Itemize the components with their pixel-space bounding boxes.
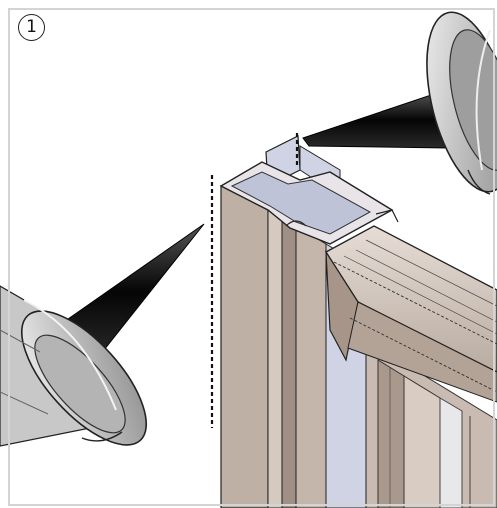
step-number-badge: 1 [18,14,45,41]
sealant-gun-bottom-left-icon [0,223,205,447]
lower-frame-profile [365,339,497,508]
step-number: 1 [26,17,37,37]
horizontal-beam [325,225,497,403]
sealant-gun-top-right-icon [302,11,497,195]
vertical-profile [219,135,399,508]
